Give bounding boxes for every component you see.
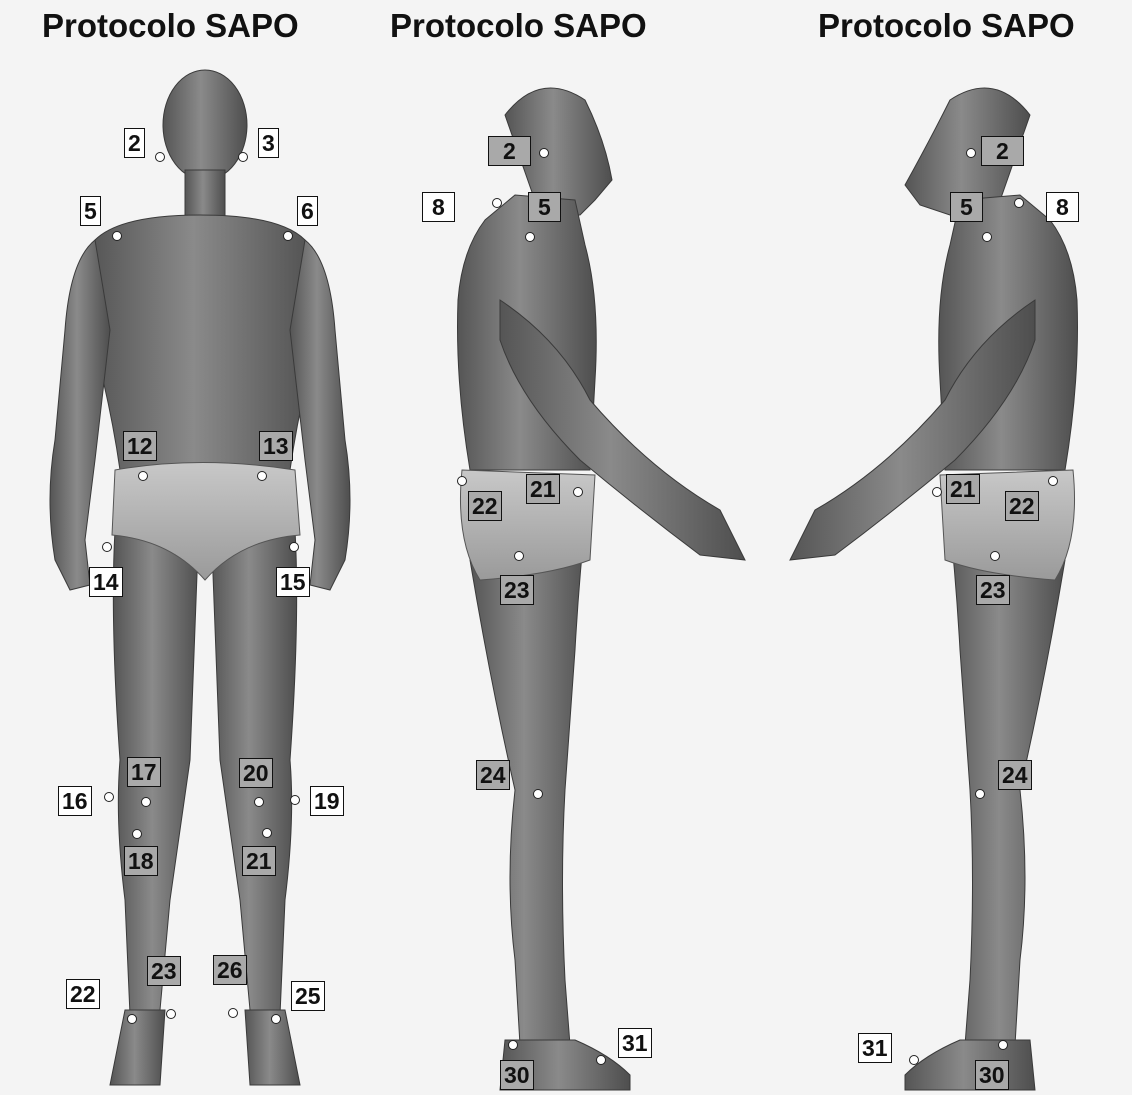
label-front-17: 17 (127, 757, 161, 787)
label-sideL-23: 23 (976, 575, 1010, 605)
marker-front-22 (127, 1014, 137, 1024)
marker-sideR-5 (525, 232, 535, 242)
marker-front-17 (141, 797, 151, 807)
marker-sideR-22 (457, 476, 467, 486)
marker-sideR-30 (508, 1040, 518, 1050)
label-front-13: 13 (259, 431, 293, 461)
side-right-title: Protocolo SAPO (390, 6, 647, 46)
marker-sideL-24 (975, 789, 985, 799)
marker-front-14 (102, 542, 112, 552)
marker-sideR-24 (533, 789, 543, 799)
marker-front-20 (254, 797, 264, 807)
marker-front-6 (283, 231, 293, 241)
label-front-15: 15 (276, 567, 310, 597)
label-front-18: 18 (124, 846, 158, 876)
marker-sideR-8 (492, 198, 502, 208)
marker-front-12 (138, 471, 148, 481)
marker-front-19 (290, 795, 300, 805)
marker-front-5 (112, 231, 122, 241)
label-sideL-31: 31 (858, 1033, 892, 1063)
label-front-22: 22 (66, 979, 100, 1009)
marker-sideL-8 (1014, 198, 1024, 208)
marker-sideR-21 (573, 487, 583, 497)
label-front-23: 23 (147, 956, 181, 986)
marker-front-2 (155, 152, 165, 162)
marker-front-26 (228, 1008, 238, 1018)
marker-front-13 (257, 471, 267, 481)
marker-front-15 (289, 542, 299, 552)
side-left-title: Protocolo SAPO (818, 6, 1075, 46)
label-front-6: 6 (297, 196, 318, 226)
label-front-3: 3 (258, 128, 279, 158)
label-sideL-5: 5 (950, 192, 983, 222)
label-sideR-8: 8 (422, 192, 455, 222)
marker-sideL-30 (998, 1040, 1008, 1050)
marker-front-3 (238, 152, 248, 162)
marker-sideL-5 (982, 232, 992, 242)
marker-sideL-2 (966, 148, 976, 158)
label-sideL-22: 22 (1005, 491, 1039, 521)
marker-front-23 (166, 1009, 176, 1019)
label-front-20: 20 (239, 758, 273, 788)
side-left-figure (790, 88, 1078, 1090)
label-sideR-23: 23 (500, 575, 534, 605)
marker-sideR-31 (596, 1055, 606, 1065)
marker-front-16 (104, 792, 114, 802)
label-sideL-24: 24 (998, 760, 1032, 790)
label-sideR-24: 24 (476, 760, 510, 790)
label-sideL-2: 2 (981, 136, 1024, 166)
label-front-26: 26 (213, 955, 247, 985)
front-title: Protocolo SAPO (42, 6, 299, 46)
marker-sideL-21 (932, 487, 942, 497)
label-front-25: 25 (291, 981, 325, 1011)
label-front-2: 2 (124, 128, 145, 158)
label-front-12: 12 (123, 431, 157, 461)
marker-sideL-31 (909, 1055, 919, 1065)
label-sideR-30: 30 (500, 1060, 534, 1090)
marker-sideL-23 (990, 551, 1000, 561)
label-front-19: 19 (310, 786, 344, 816)
label-front-5: 5 (80, 196, 101, 226)
marker-front-21 (262, 828, 272, 838)
marker-sideL-22 (1048, 476, 1058, 486)
marker-sideR-23 (514, 551, 524, 561)
label-sideL-21: 21 (946, 474, 980, 504)
marker-front-18 (132, 829, 142, 839)
label-sideL-30: 30 (975, 1060, 1009, 1090)
label-sideR-5: 5 (528, 192, 561, 222)
label-sideR-2: 2 (488, 136, 531, 166)
label-front-14: 14 (89, 567, 123, 597)
label-sideR-21: 21 (526, 474, 560, 504)
marker-front-25 (271, 1014, 281, 1024)
label-front-16: 16 (58, 786, 92, 816)
label-sideR-22: 22 (468, 491, 502, 521)
marker-sideR-2 (539, 148, 549, 158)
label-sideR-31: 31 (618, 1028, 652, 1058)
label-sideL-8: 8 (1046, 192, 1079, 222)
label-front-21: 21 (242, 846, 276, 876)
